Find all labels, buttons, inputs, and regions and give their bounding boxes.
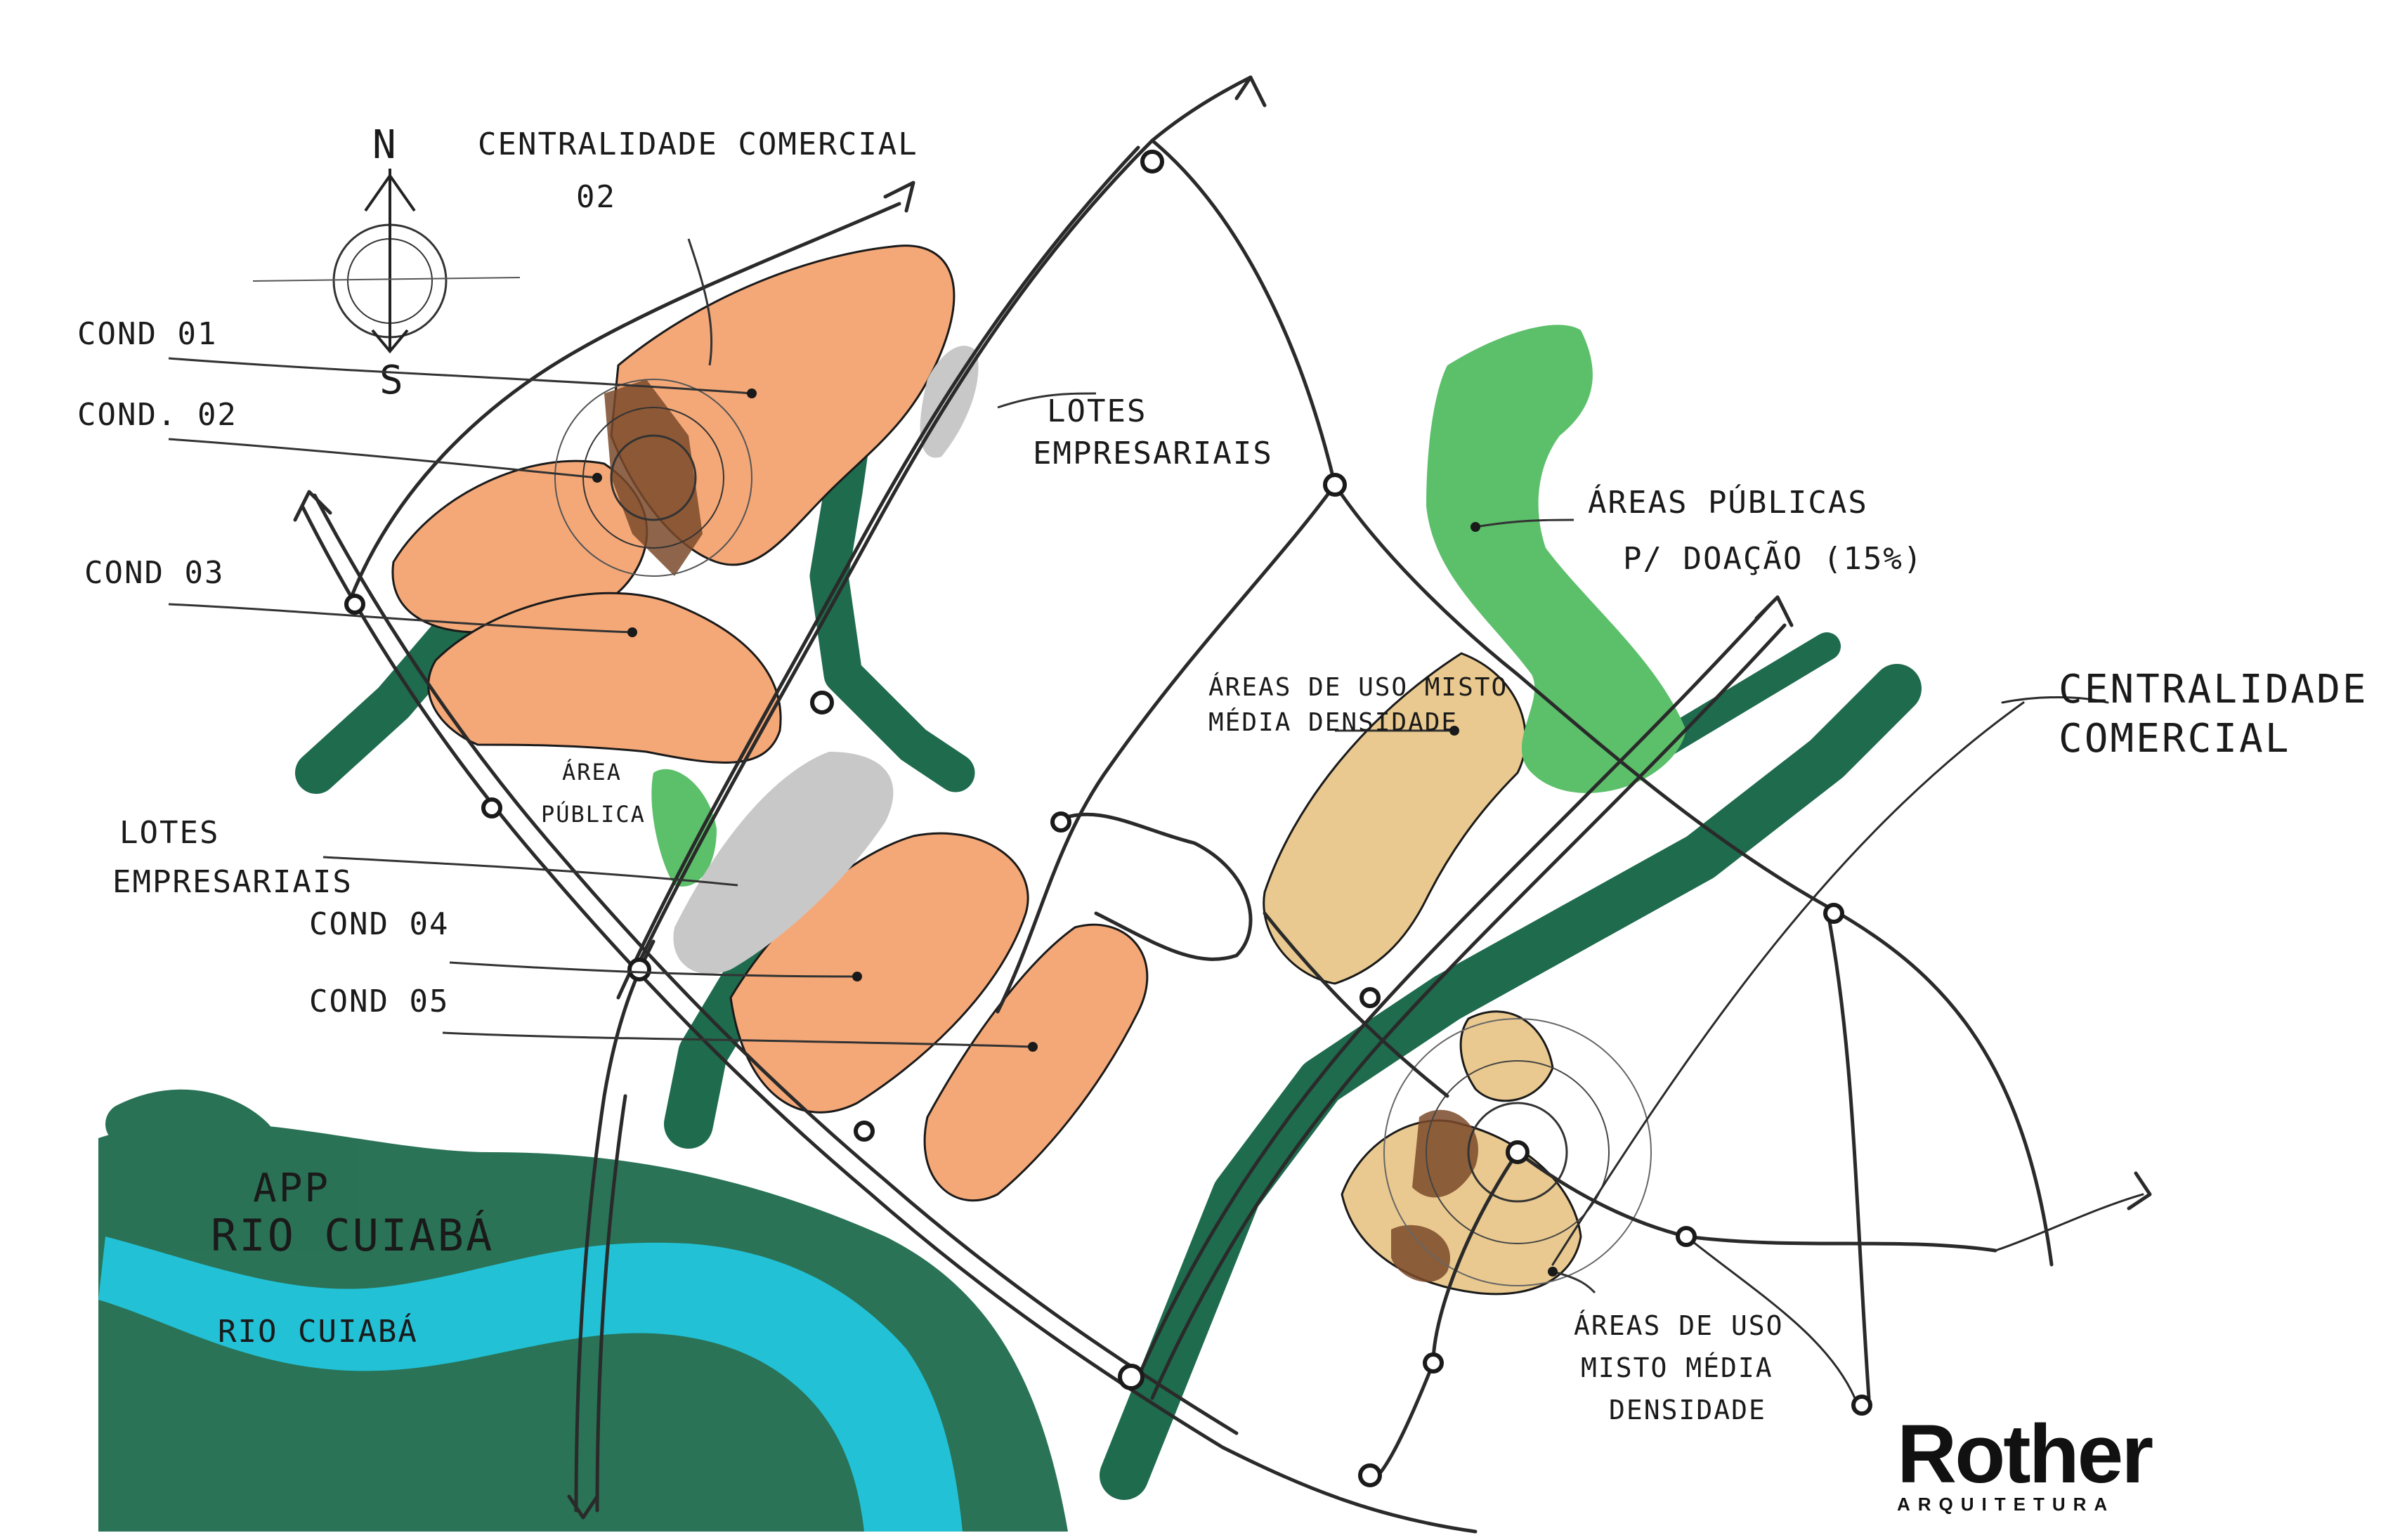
label-area-publica-b: PÚBLICA <box>541 800 646 828</box>
label-app-rio: RIO CUIABÁ <box>211 1210 494 1261</box>
direction-arrows <box>293 75 2152 1520</box>
road-network <box>300 75 2144 1534</box>
label-area-publica: ÁREA <box>562 759 622 785</box>
logo-brand: Rother <box>1897 1408 2153 1501</box>
label-lotes-empresariais-1: LOTES <box>1047 393 1147 429</box>
leader-lines <box>168 238 1596 1294</box>
label-uso-misto-2c: DENSIDADE <box>1609 1395 1766 1425</box>
centralidade-02-node <box>554 379 752 577</box>
road-nodes <box>344 150 1872 1487</box>
cond-05-block <box>923 923 1149 1202</box>
label-centralidade-01: CENTRALIDADE 01 <box>2059 667 2393 712</box>
public-areas <box>651 325 1686 887</box>
label-lotes-empresariais-2b: EMPRESARIAIS <box>112 864 353 900</box>
label-centralidade-02-number: 02 <box>576 179 616 215</box>
label-cond-05: COND 05 <box>309 984 449 1019</box>
area-publica-small <box>651 769 717 887</box>
centralidade-01-node <box>1383 1018 1652 1286</box>
label-app: APP <box>253 1166 330 1211</box>
river-rio-cuiaba <box>98 1236 963 1532</box>
north-label: N <box>372 122 398 168</box>
label-cond-02: COND. 02 <box>77 397 237 433</box>
label-cond-03: COND 03 <box>84 555 224 591</box>
label-lotes-empresariais-1b: EMPRESARIAIS <box>1033 436 1273 471</box>
cond-02-block <box>391 459 648 634</box>
label-centralidade-02: CENTRALIDADE COMERCIAL <box>478 126 918 162</box>
lotes-empresariais-2 <box>673 752 894 974</box>
condominium-blocks <box>391 244 1149 1202</box>
areas-publicas-doacao <box>1426 325 1686 793</box>
label-cond-01: COND 01 <box>77 316 217 352</box>
cond-03-block <box>427 592 782 764</box>
rother-arquitetura-logo: Rother ARQUITETURA <box>1897 1408 2157 1515</box>
label-uso-misto-2b: MISTO MÉDIA <box>1581 1352 1773 1383</box>
label-uso-misto-2: ÁREAS DE USO <box>1574 1310 1784 1341</box>
label-areas-publicas: ÁREAS PÚBLICAS <box>1588 483 1868 521</box>
cond-01-block <box>610 244 956 566</box>
logo-subtitle: ARQUITETURA <box>1897 1494 2115 1515</box>
labels: CENTRALIDADE COMERCIAL 02 COND 01 COND. … <box>77 126 2393 1425</box>
label-uso-misto-1b: MÉDIA DENSIDADE <box>1208 707 1458 737</box>
mixed-use-area-1 <box>1263 652 1527 985</box>
south-label: S <box>379 358 405 403</box>
label-lotes-empresariais-2: LOTES <box>119 815 219 851</box>
label-cond-04: COND 04 <box>309 906 449 942</box>
label-areas-publicas-b: P/ DOAÇÃO (15%) <box>1623 540 1923 577</box>
north-arrow-icon: N S <box>252 122 521 403</box>
label-centralidade-01b: COMERCIAL <box>2059 716 2290 762</box>
label-rio: RIO CUIABÁ <box>218 1312 418 1350</box>
label-uso-misto-1: ÁREAS DE USO MISTO <box>1208 672 1508 702</box>
